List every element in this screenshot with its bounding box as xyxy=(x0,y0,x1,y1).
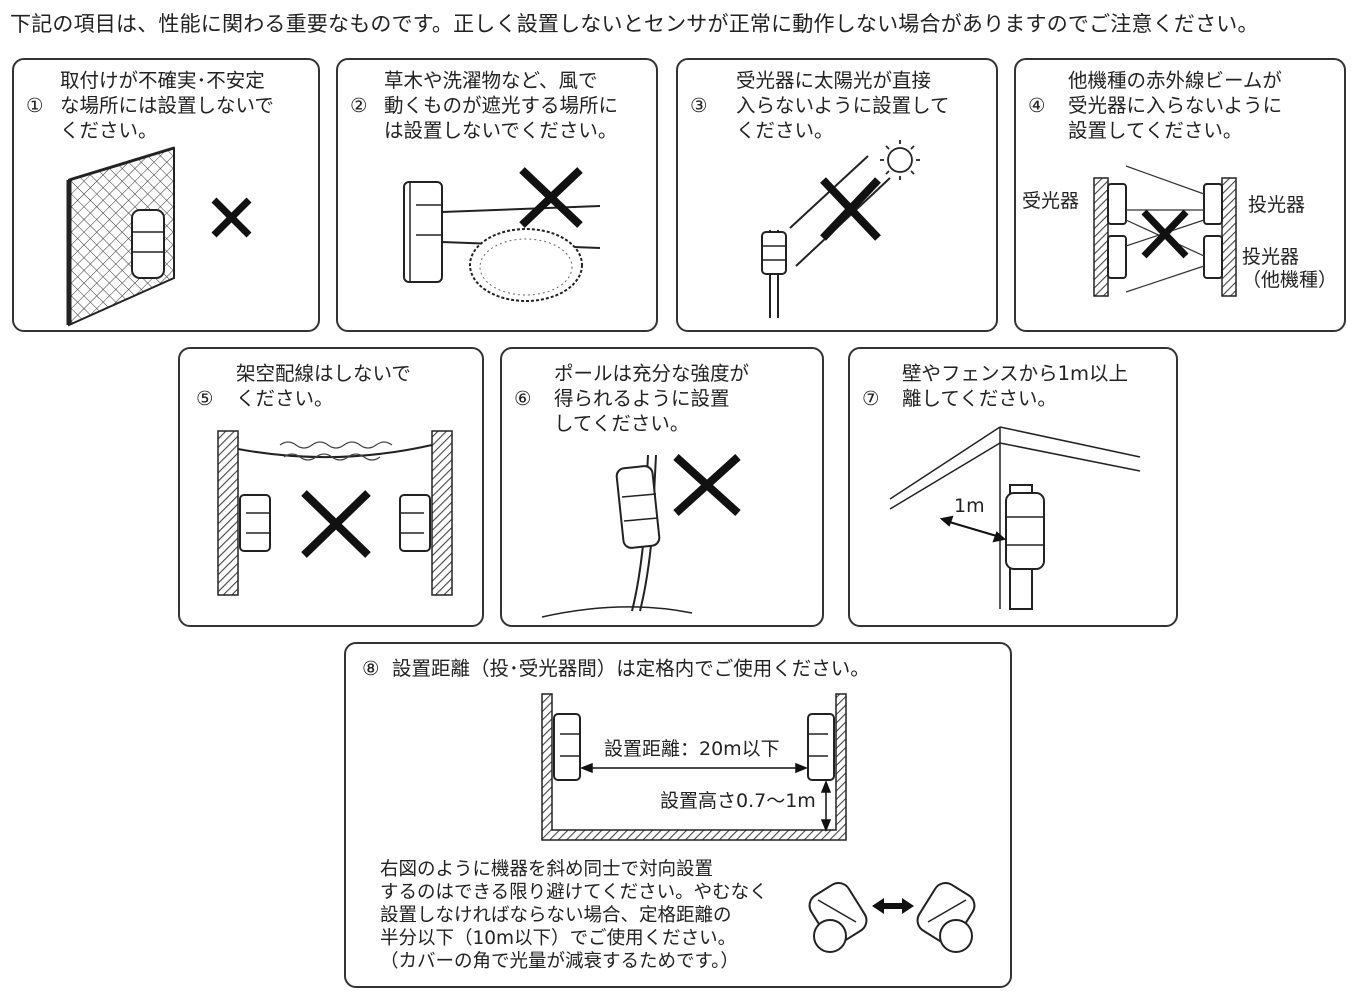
diagonal-sensors-illustration xyxy=(808,881,976,953)
panel-overhead-wiring: ⑤ 架空配線はしないで ください。 xyxy=(178,347,484,627)
panel-number: ⑦ xyxy=(862,387,880,410)
panel-caption: ポールは充分な強度が 得られるように設置 してください。 xyxy=(554,362,750,435)
prohibited-x-icon xyxy=(1141,209,1189,259)
distance-label: 設置距離：20m以下 xyxy=(604,738,780,760)
sun-icon xyxy=(880,140,920,180)
panel-caption: 取付けが不確実･不安定 な場所には設置しないで ください。 xyxy=(60,69,274,142)
panel-unstable-mount: ① 取付けが不確実･不安定 な場所には設置しないで ください。 xyxy=(12,58,320,332)
panel-caption: 壁やフェンスから1m以上 離してください。 xyxy=(902,362,1129,410)
panel-wall-distance: ⑦ 壁やフェンスから1m以上 離してください。 1m xyxy=(848,347,1178,627)
install-distance-illustration xyxy=(541,693,976,953)
other-beam-illustration xyxy=(1093,165,1237,297)
tree-blocking-illustration xyxy=(403,167,601,302)
panel-caption: 架空配線はしないで ください。 xyxy=(236,362,411,410)
panel-other-beams: ④ 他機種の赤外線ビームが 受光器に入らないように 設置してください。 受光器 投… xyxy=(1014,58,1346,332)
note-line: 設置しなければならない場合、定格距離の xyxy=(380,905,732,926)
note-line: 右図のように機器を斜め同士で対向設置 xyxy=(380,859,714,880)
height-arrow-icon xyxy=(820,779,832,833)
prohibited-x-icon xyxy=(519,167,583,228)
overhead-wiring-illustration xyxy=(217,430,453,596)
note-line: するのはできる限り避けてください。やむなく xyxy=(380,882,768,903)
intro-text: 下記の項目は、性能に関わる重要なものです。正しく設置しないとセンサが正常に動作し… xyxy=(10,12,1259,36)
unstable-fence-illustration xyxy=(66,146,252,327)
prohibited-x-icon xyxy=(301,490,371,558)
panel-caption: 受光器に太陽光が直接 入らないように設置して ください。 xyxy=(736,69,950,142)
projector-label: 投光器 xyxy=(1248,194,1306,216)
panel-number: ① xyxy=(26,94,44,117)
distance-arrow-icon xyxy=(939,515,1007,543)
panel-caption: 設置距離（投･受光器間）は定格内でご使用ください。 xyxy=(392,657,870,680)
wall-distance-illustration xyxy=(889,426,1141,610)
weak-pole-illustration xyxy=(541,454,741,618)
prohibited-x-icon xyxy=(673,454,741,516)
note-line: 半分以下（10m以下）でご使用ください。 xyxy=(380,928,737,949)
height-label: 設置高さ0.7～1m xyxy=(660,790,816,812)
receiver-label: 受光器 xyxy=(1022,190,1080,212)
panel-number: ③ xyxy=(690,94,708,117)
panel-pole-strength: ⑥ ポールは充分な強度が 得られるように設置 してください。 xyxy=(500,347,824,627)
panel-number: ④ xyxy=(1028,94,1046,117)
panel-number: ⑤ xyxy=(196,387,214,410)
panel-direct-sunlight: ③ 受光器に太陽光が直接 入らないように設置して ください。 xyxy=(676,58,998,332)
double-arrow-icon xyxy=(872,898,914,914)
panel-number: ⑥ xyxy=(514,387,532,410)
panel-caption: 草木や洗濯物など、風で 動くものが遮光する場所に は設置しないでください。 xyxy=(384,69,619,142)
one-meter-label: 1m xyxy=(954,495,985,517)
panel-number: ② xyxy=(350,94,368,117)
other-projector-label: 投光器 （他機種） xyxy=(1242,246,1338,291)
diagonal-note: 右図のように機器を斜め同士で対向設置 するのはできる限り避けてください。やむなく… xyxy=(380,858,768,973)
panel-moving-objects: ② 草木や洗濯物など、風で 動くものが遮光する場所に は設置しないでください。 xyxy=(336,58,658,332)
note-line: （カバーの角で光量が減衰するためです。） xyxy=(380,951,739,972)
prohibited-x-icon xyxy=(820,177,881,241)
panel-number: ⑧ xyxy=(362,657,380,680)
prohibited-x-icon xyxy=(211,197,252,238)
panel-caption: 他機種の赤外線ビームが 受光器に入らないように 設置してください。 xyxy=(1068,69,1283,142)
sunlight-illustration xyxy=(761,140,920,318)
panel-install-distance: ⑧ 設置距離（投･受光器間）は定格内でご使用ください。 xyxy=(344,642,1012,988)
distance-arrow-icon xyxy=(579,762,809,774)
